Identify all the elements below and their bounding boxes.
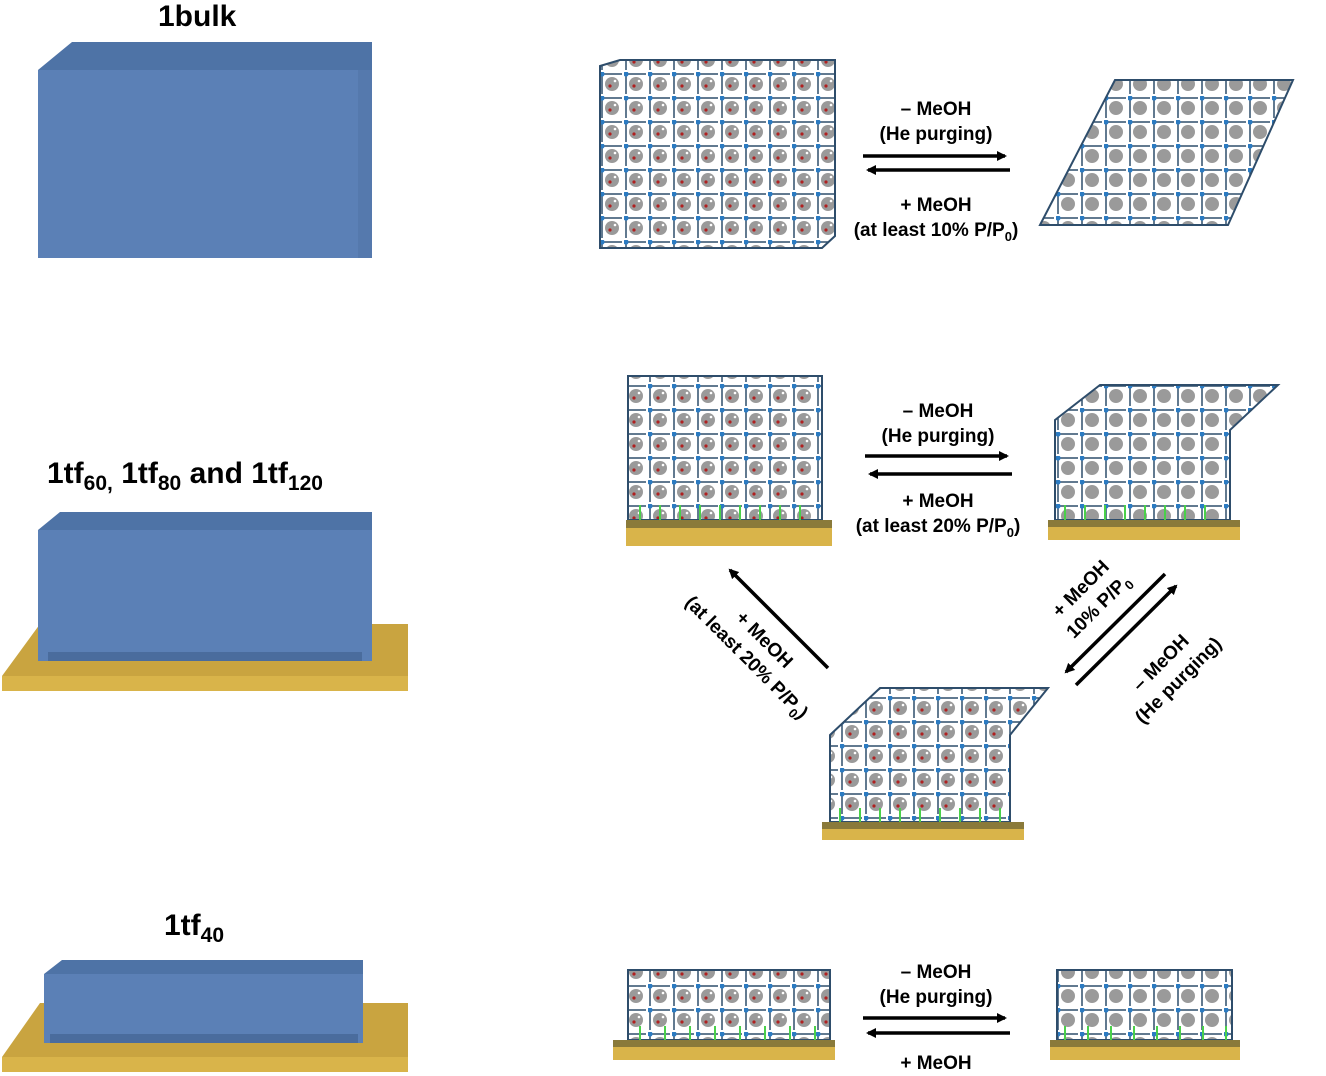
title-thin-films: 1tf60, 1tf80 and 1tf120 [47, 457, 323, 495]
bulk-framework-filled [599, 59, 836, 249]
row1-forward-label: – MeOH (He purging) [879, 99, 993, 145]
row2-arrows [728, 451, 1178, 687]
tf40-block [2, 960, 408, 1072]
title-bulk: 1bulk [158, 0, 237, 33]
tf40-framework-empty [1050, 969, 1240, 1060]
bulk-framework-collapsed [1038, 79, 1295, 226]
film-framework-collapsed [1048, 384, 1281, 540]
row1-arrows [863, 151, 1010, 175]
bulk-block [38, 42, 372, 258]
film-framework-filled [626, 375, 832, 546]
film-framework-intermediate [822, 687, 1051, 840]
row2-forward-label: – MeOH (He purging) [881, 401, 995, 447]
title-tf40: 1tf40 [164, 909, 225, 947]
row2-reverse-label: + MeOH (at least 20% P/P0) [855, 491, 1021, 540]
row3-reverse-label: + MeOH [900, 1053, 972, 1074]
row3-forward-label: – MeOH (He purging) [879, 962, 993, 1008]
row1-reverse-label: + MeOH (at least 10% P/P0) [853, 195, 1019, 244]
tf40-framework-filled [613, 969, 835, 1060]
thin-film-block [2, 512, 408, 691]
row3-arrows [863, 1013, 1010, 1038]
